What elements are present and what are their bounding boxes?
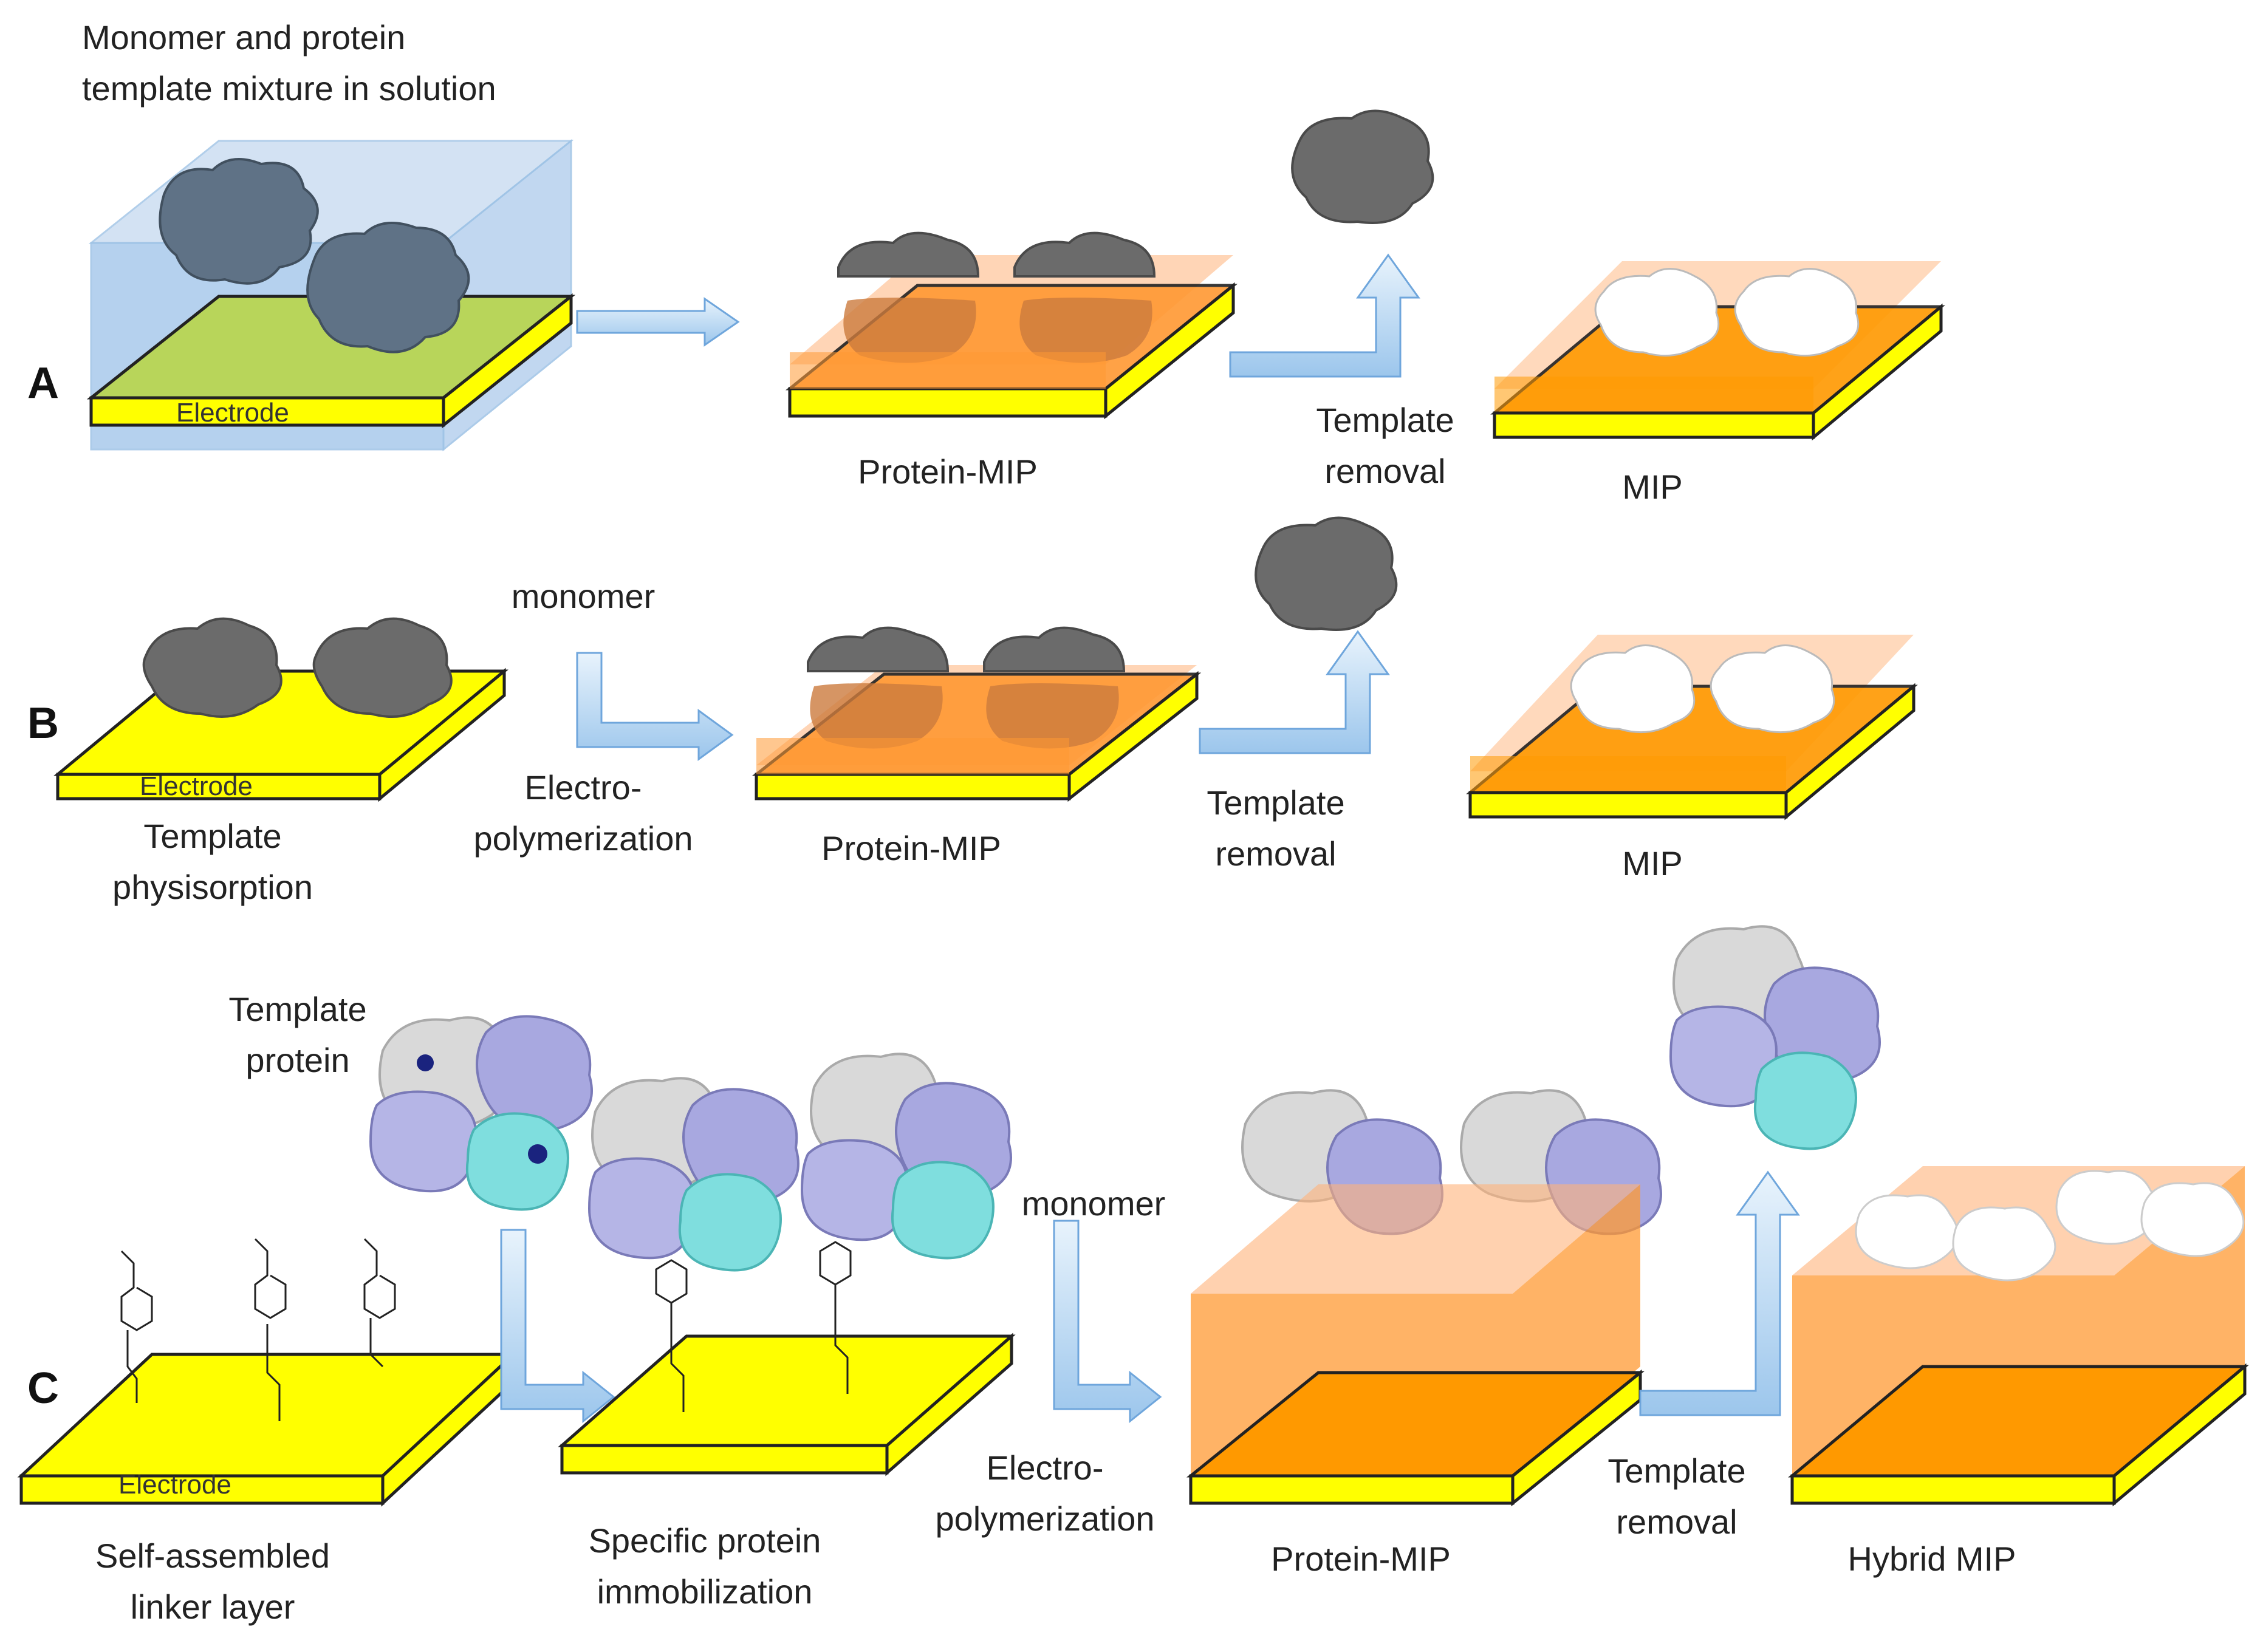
cavity xyxy=(1734,268,1860,357)
protein-immobilization-label: Specific protein immobilization xyxy=(588,1521,821,1611)
cavity xyxy=(2140,1182,2245,1257)
protein-mip-label-b: Protein-MIP xyxy=(821,829,1001,867)
panel-b xyxy=(53,516,1918,821)
immobilized-protein-slab xyxy=(558,1053,1016,1476)
panel-a-letter: A xyxy=(27,359,59,408)
monomer-arrow xyxy=(576,652,734,761)
mip-label-b: MIP xyxy=(1622,844,1683,882)
protein-mip-slab-b xyxy=(751,626,1202,802)
protein-mip-slab-a xyxy=(785,231,1238,420)
protein-mip-label-c: Protein-MIP xyxy=(1271,1540,1451,1578)
template-protein-label: Template protein xyxy=(228,990,367,1079)
cavity xyxy=(1952,1206,2056,1282)
cavity xyxy=(1594,268,1720,357)
released-protein xyxy=(1255,516,1398,631)
monomer-arrow xyxy=(1053,1220,1162,1424)
linker-molecules xyxy=(120,1238,396,1421)
cavity xyxy=(1855,1194,1959,1269)
hybrid-mip-slab xyxy=(1788,1166,2249,1507)
mip-slab-b xyxy=(1466,635,1918,821)
mip-label-a: MIP xyxy=(1622,468,1683,506)
monomer-label-b: monomer xyxy=(511,577,656,615)
protein-mip-slab-c xyxy=(1186,1089,1662,1507)
monomer-label-c: monomer xyxy=(1021,1184,1166,1223)
protein-template-2 xyxy=(306,222,470,353)
protein-template-1 xyxy=(159,158,319,285)
electrode-label-a: Electrode xyxy=(176,398,289,428)
solution-label: Monomer and protein template mixture in … xyxy=(82,18,496,108)
linker-layer-label: Self-assembled linker layer xyxy=(95,1537,330,1626)
template-removal-arrow xyxy=(1639,1170,1800,1416)
template-removal-label-c: Template removal xyxy=(1607,1452,1746,1541)
hybrid-mip-label: Hybrid MIP xyxy=(1847,1540,2016,1578)
template-removal-arrow xyxy=(1229,253,1420,378)
released-protein xyxy=(1669,925,1881,1150)
electrode-label-b: Electrode xyxy=(140,771,253,801)
electropolymerization-label-b: Electro- polymerization xyxy=(473,768,693,858)
electropolymerization-label-c: Electro- polymerization xyxy=(935,1449,1155,1538)
panel-b-letter: B xyxy=(27,699,59,748)
template-physisorption-label: Template physisorption xyxy=(112,817,313,906)
protein-mip-label-a: Protein-MIP xyxy=(858,452,1038,491)
panel-c-letter: C xyxy=(27,1364,59,1413)
panel-c xyxy=(17,925,2249,1507)
immobilization-arrow xyxy=(500,1229,615,1424)
electrode-label-c: Electrode xyxy=(118,1470,231,1500)
template-removal-arrow xyxy=(1199,630,1390,754)
mip-slab-a xyxy=(1490,261,1945,441)
process-arrow xyxy=(576,297,740,347)
cavity xyxy=(1710,644,1835,734)
linker-electrode-slab xyxy=(17,1238,518,1507)
cavity xyxy=(1570,644,1696,734)
template-protein xyxy=(369,1015,593,1211)
electrode-slab-b xyxy=(53,617,508,802)
panel-a xyxy=(86,109,1945,452)
template-removal-label-b: Template removal xyxy=(1207,783,1345,873)
template-removal-label-a: Template removal xyxy=(1316,401,1454,490)
released-protein xyxy=(1291,109,1434,224)
